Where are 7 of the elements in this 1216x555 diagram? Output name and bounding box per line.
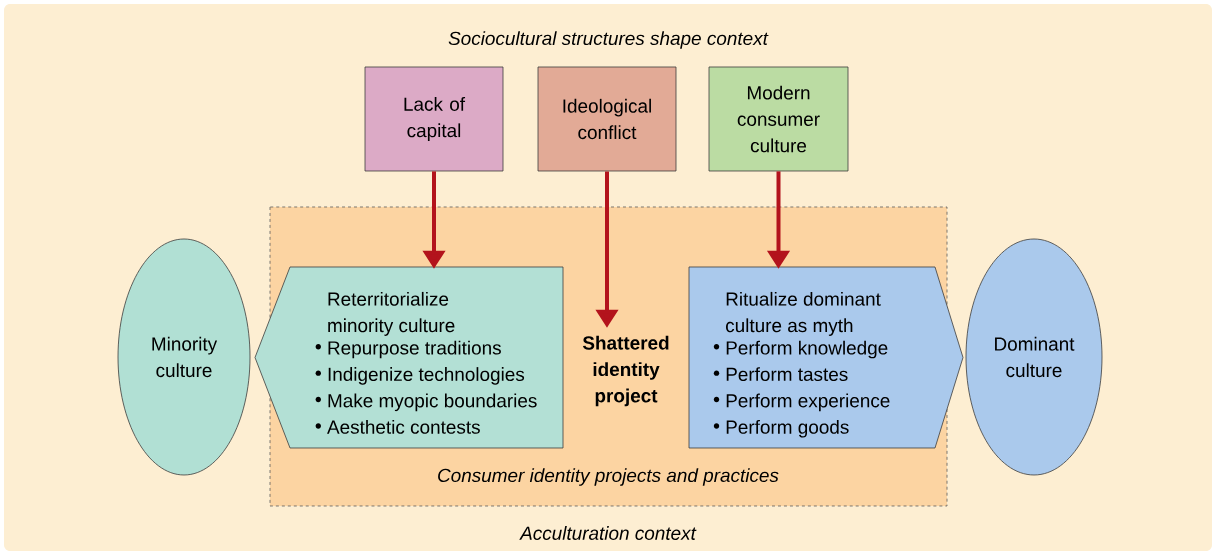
structure-box: Lack of capital: [364, 66, 504, 172]
heading-label: Sociocultural structures shape context: [448, 31, 769, 49]
practice-arrow-box: Reterritorialize minority culture Repurpose traditions Indigenize technologies Make myopic boundaries Aesthetic contests: [254, 266, 564, 449]
practice-arrow-box: Ritualize dominant culture as myth Perform knowledge Perform tastes Perform experience Perform goods: [688, 266, 964, 449]
structure-box: Modern consumer culture: [708, 66, 849, 172]
center-label: Shattered identity project: [582, 335, 669, 407]
structure-box: Ideological conflict: [537, 66, 677, 172]
